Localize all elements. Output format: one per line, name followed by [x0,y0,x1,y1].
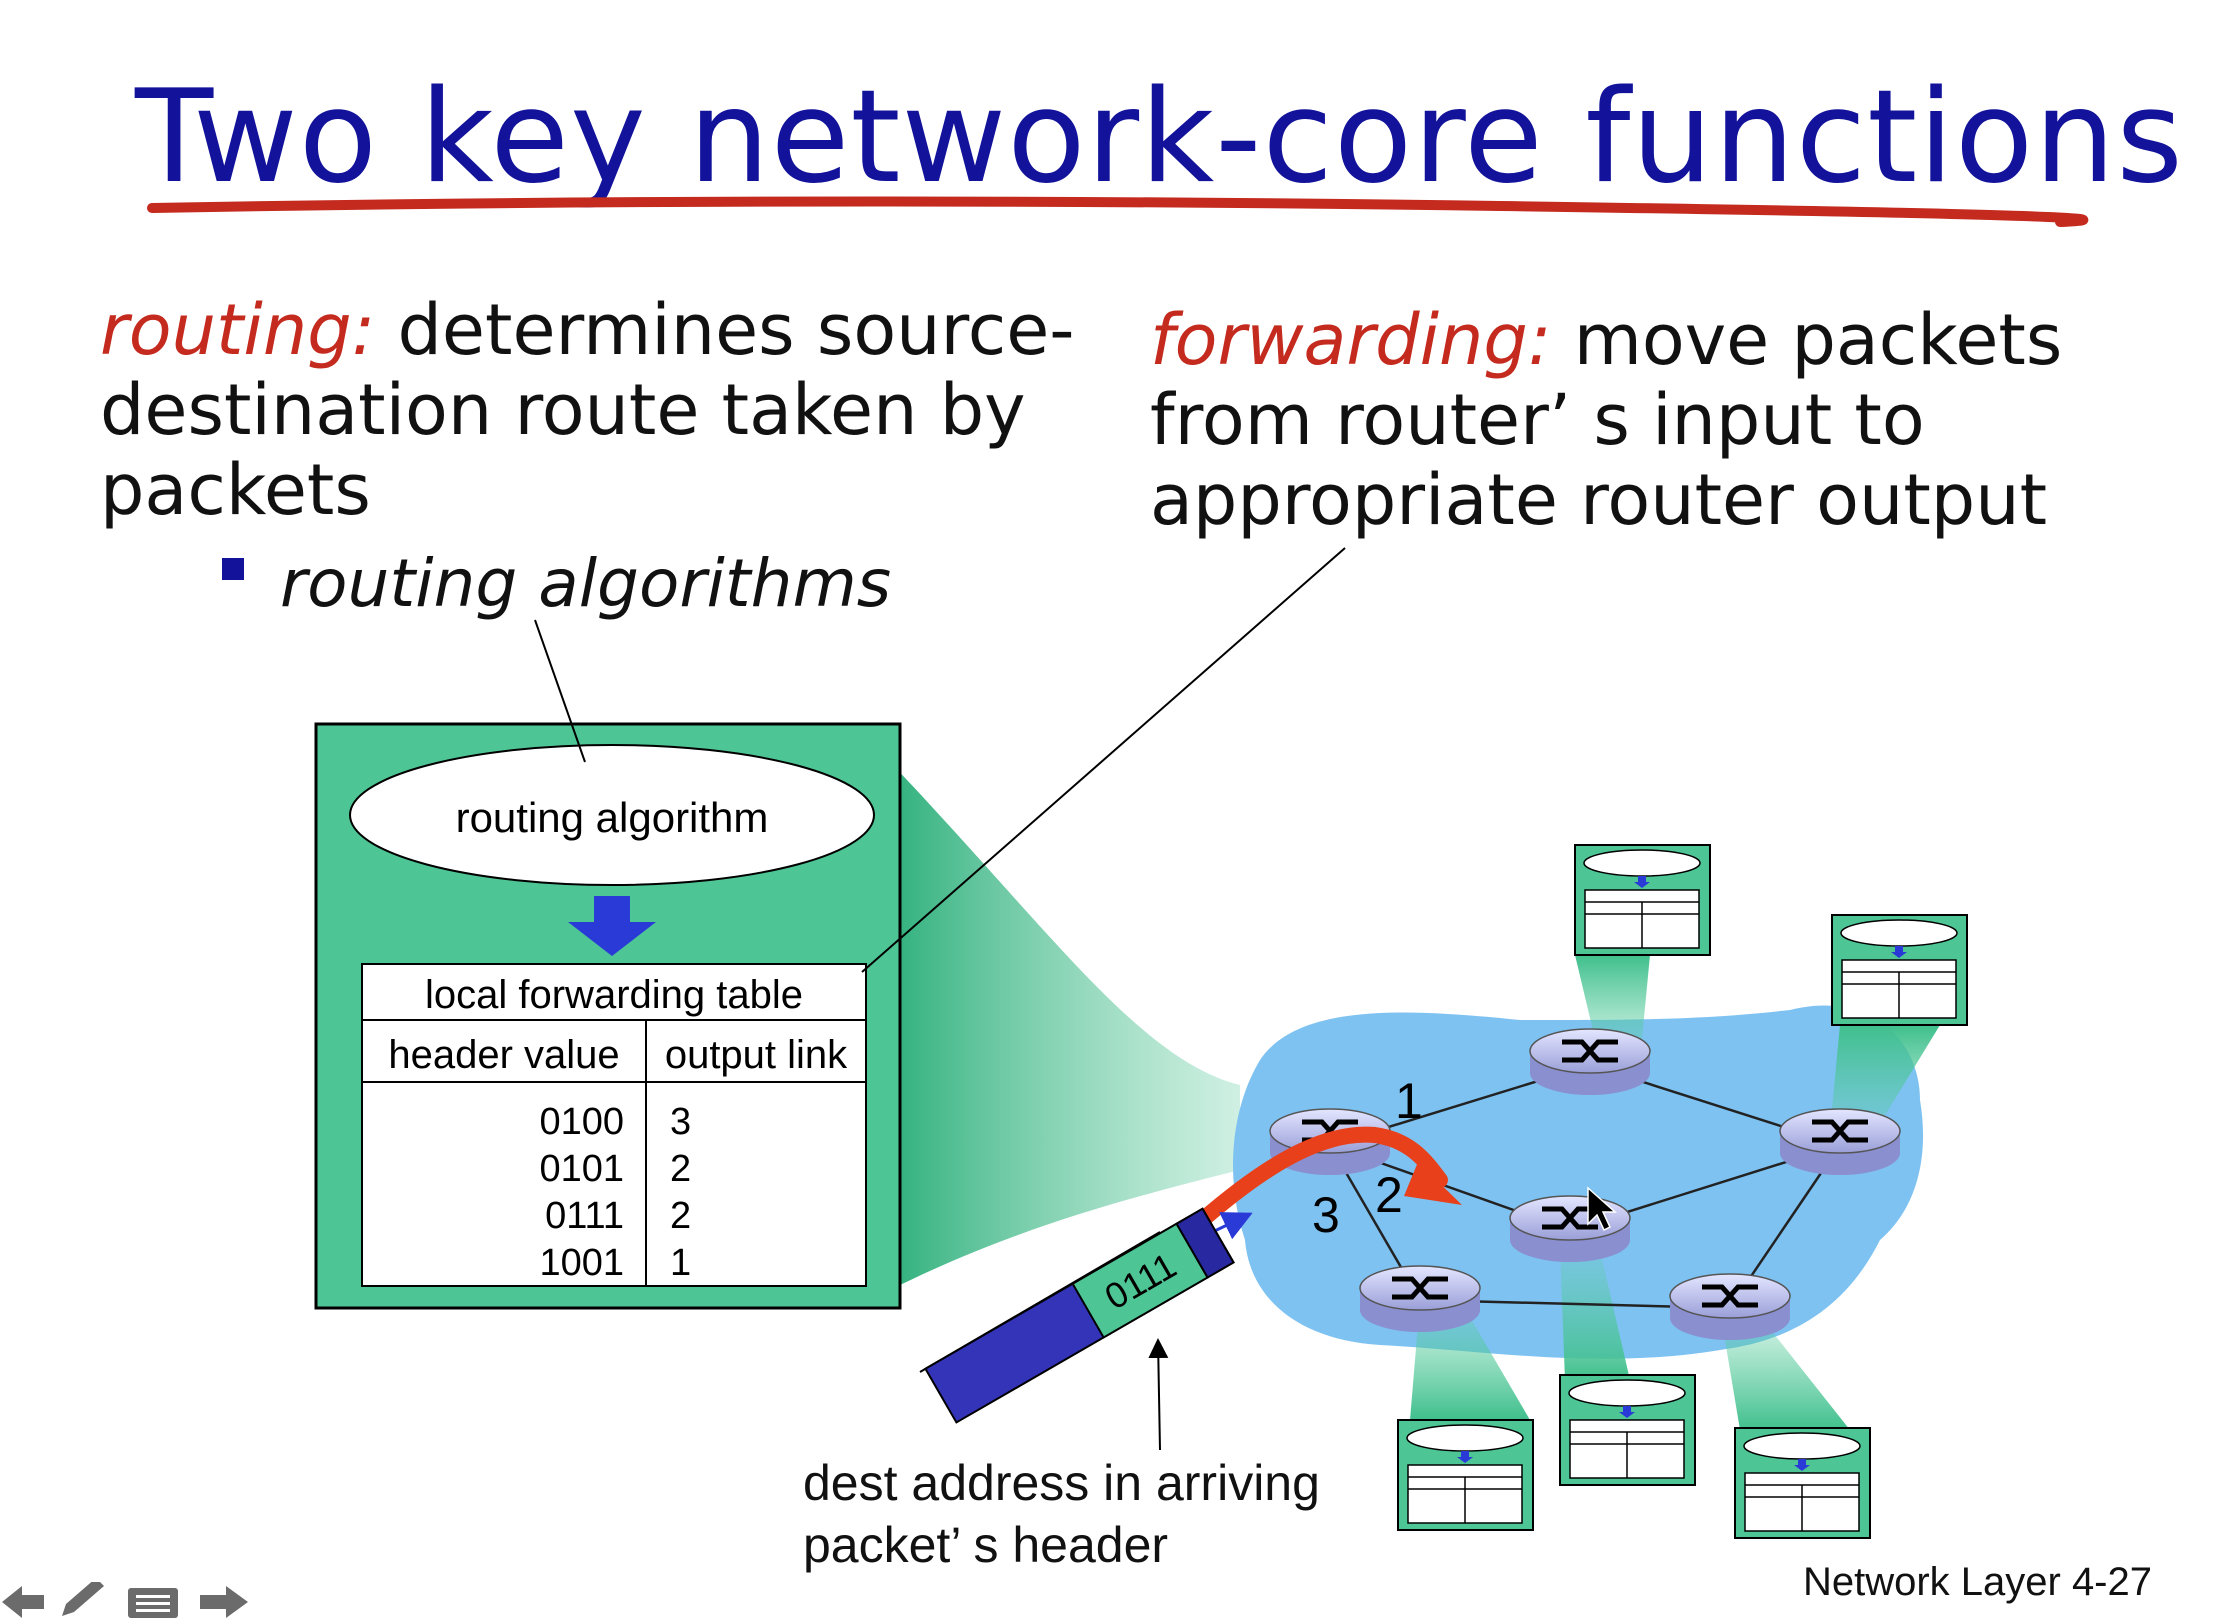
pointer-line-forwarding [861,547,1346,973]
router-icon [1669,1273,1791,1340]
table-header-link: output link [665,1033,848,1077]
link-label-3: 3 [1312,1187,1340,1243]
table-title: local forwarding table [425,973,803,1017]
forwarding-arrow [1192,1126,1448,1230]
router-icon [1529,1028,1651,1095]
slide-footer: Network Layer 4-27 [1802,1560,2152,1604]
forwarding-text: move packets from router’ s input to app… [1150,299,2063,541]
small-router-panel [1574,844,1711,956]
forwarding-table [361,963,867,1287]
router-icon [1779,1108,1901,1175]
table-row-link: 2 [670,1148,691,1190]
next-slide-icon[interactable] [200,1586,248,1618]
table-row-header: 0111 [545,1195,624,1237]
routing-description: routing: determines source-destination r… [100,290,1100,530]
table-row-header: 0101 [539,1148,624,1190]
table-header-value: header value [388,1033,619,1077]
table-rows: 0100 3 0101 2 0111 2 1001 1 [539,1101,691,1284]
caption-line-2: packet’ s header [803,1517,1169,1573]
link-label-1: 1 [1395,1073,1423,1129]
caption-pointer [1148,1338,1169,1451]
forwarding-keyword: forwarding: [1150,299,1552,381]
down-arrow-icon [568,896,656,956]
forwarding-description: forwarding: move packets from router’ s … [1150,300,2190,540]
pointer-line-routing [534,619,586,763]
menu-icon[interactable] [128,1588,178,1618]
routing-algorithm-label: routing algorithm [456,794,769,841]
small-router-panel [1734,1427,1871,1539]
link-label-2: 2 [1375,1167,1403,1223]
prev-slide-icon[interactable] [2,1586,44,1618]
caption-line-1: dest address in arriving [803,1455,1320,1511]
table-row-link: 2 [670,1195,691,1237]
table-row-link: 1 [670,1242,691,1284]
cursor-icon [1587,1186,1617,1232]
small-router-panel [1559,1374,1696,1486]
table-row-link: 3 [670,1101,691,1143]
router-icon [1509,1195,1631,1262]
routing-text: determines source-destination route take… [100,289,1075,531]
routing-algorithm-ellipse [349,744,875,886]
bullet-icon [222,558,244,580]
router-icon [1359,1265,1481,1332]
small-router-panel [1397,1419,1534,1531]
routing-bullet: routing algorithms [280,545,892,622]
small-router-panel [1831,914,1968,1026]
table-row-header: 1001 [539,1242,624,1284]
zoom-fan [890,762,1240,1290]
packet-caption: dest address in arriving packet’ s heade… [803,1452,1320,1576]
pen-icon[interactable] [62,1582,104,1616]
page-title: Two key network-core functions [135,63,2184,212]
routing-keyword: routing: [100,289,376,371]
slide-nav-controls [2,1582,248,1618]
table-row-header: 0100 [539,1101,624,1143]
